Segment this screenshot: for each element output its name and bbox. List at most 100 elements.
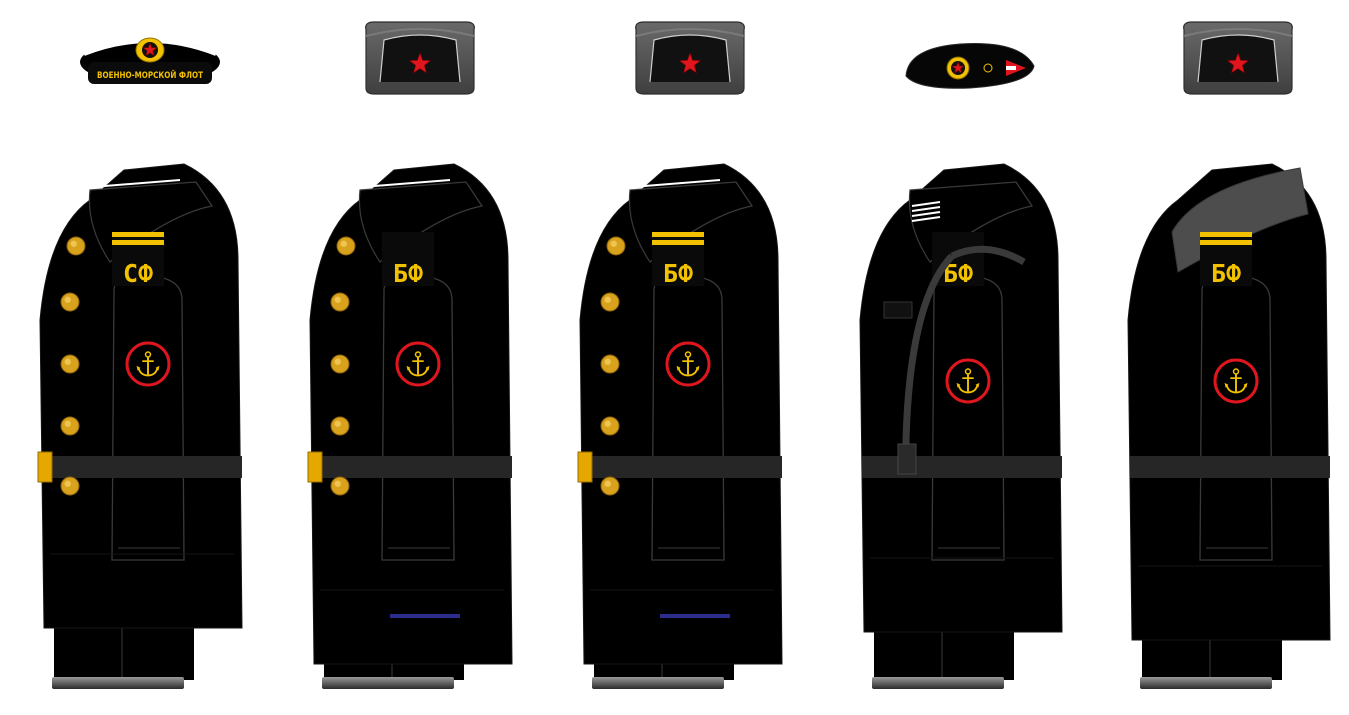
anchor-fluke-left [136,365,141,371]
anchor-icon [676,351,700,377]
boots [592,677,724,689]
fleet-patch-text: БФ [393,259,423,288]
rank-stripe [652,232,704,237]
collar-white-edge [631,179,721,188]
star-icon [1226,52,1250,74]
belt [582,456,782,478]
brass-button [60,416,80,436]
star-icon [142,42,158,57]
anchor-fluke-left [1224,382,1229,388]
button-shine [64,480,71,487]
rank-stripe [652,240,704,245]
anchor-ring [1232,368,1240,375]
collar-stripe [911,211,941,217]
anchor-arms [1225,384,1247,394]
uniform-figure: БФ [859,43,1063,689]
boots [1140,677,1272,689]
sleeve-patch: БФ [382,232,434,288]
belt [862,456,1062,478]
anchor-ring [414,351,422,358]
anchor-icon [136,351,160,377]
uniform-figure: БФ [307,21,513,689]
beret-pennant-stripe [1006,66,1016,70]
coat-sleeve [1199,275,1273,561]
sleeve-patch: СФ [112,232,164,288]
collar-white-edge [361,179,451,188]
ushanka-top-seam [365,28,475,37]
fleet-patch-text: СФ [123,259,153,288]
anchor-arms [677,367,699,377]
anchor-fluke-right [1243,382,1248,388]
star-icon [951,61,965,74]
button-shine [604,358,611,365]
headwear [905,43,1035,89]
sleeve-patch: БФ [652,232,704,288]
button-shine [64,296,71,303]
collar-white-edge [91,179,181,188]
boots [322,677,454,689]
cap-band-text: ВОЕННО-МОРСКОЙ ФЛОТ [97,69,204,81]
anchor-fluke-left [676,365,681,371]
brass-button [60,354,80,374]
rifle-strap [902,245,1026,470]
brass-button [336,236,356,256]
belt [312,456,512,478]
anchor-icon [1224,368,1248,394]
brass-button [606,236,626,256]
beret-anchor-small [983,63,993,73]
button-shine [334,480,341,487]
star-icon [408,52,432,74]
anchor-fluke-right [695,365,700,371]
sleeve-patch: БФ [932,232,984,288]
button-shine [610,240,617,247]
coat-sleeve [651,275,725,561]
brass-button [330,476,350,496]
collar-stripe [911,206,941,212]
cuff-blue-stripe [390,614,460,618]
anchor-ring [144,351,152,358]
rank-stripe [112,232,164,237]
cuff-blue-stripe [660,614,730,618]
ushanka-top-seam [1183,28,1293,37]
uniform-figure: БФ [577,21,783,689]
star-icon [678,52,702,74]
brass-button [66,236,86,256]
anchor-ring [684,351,692,358]
sleeve-patch: БФ [1200,232,1252,288]
button-shine [334,296,341,303]
patch-background [382,232,434,286]
brass-button [330,416,350,436]
belt [1130,456,1330,478]
beret-body [905,43,1035,89]
coat-sleeve [931,275,1005,561]
button-shine [604,296,611,303]
rank-stripe [112,240,164,245]
rank-stripe [1200,240,1252,245]
uniform-figure: БФ [1127,21,1331,689]
headwear: ВОЕННО-МОРСКОЙ ФЛОТ [80,37,220,84]
button-shine [64,420,71,427]
anchor-fluke-right [155,365,160,371]
anchor-arms [137,367,159,377]
belt-buckle [37,451,53,483]
button-shine [340,240,347,247]
anchor-arms [957,384,979,394]
fleet-patch-text: БФ [1211,259,1241,288]
boots [872,677,1004,689]
belt-buckle [307,451,323,483]
anchor-fluke-right [425,365,430,371]
brass-button [60,476,80,496]
boots [52,677,184,689]
anchor-ring [964,368,972,375]
collar-stripe [911,216,941,222]
headwear [365,21,475,95]
anchor-icon [406,351,430,377]
fleet-patch-text: БФ [663,259,693,288]
button-shine [64,358,71,365]
anchor-fluke-left [956,382,961,388]
button-shine [334,358,341,365]
brass-button [600,416,620,436]
collar-stripe [911,201,941,207]
